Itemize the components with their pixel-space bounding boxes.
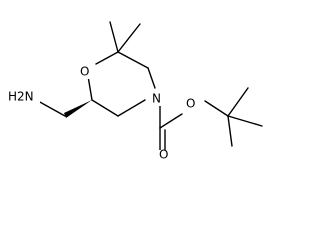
bond-tbu-methyl-b [227, 115, 263, 127]
boc-group [159, 87, 263, 151]
bond-o-c2 [95, 51, 119, 65]
bond-c3-n [147, 67, 156, 89]
bond-carbonyl-o-ester [159, 113, 183, 129]
ring-oxygen-label: O [80, 65, 89, 79]
bond-c2-c3 [117, 51, 149, 69]
bond-c2-methyl-a [109, 21, 119, 53]
structure-diagram: O N H2N O O [8, 21, 263, 162]
bond-c2-methyl-b [117, 23, 141, 53]
gem-dimethyl [109, 21, 141, 53]
carbonyl-oxygen-label: O [159, 148, 168, 162]
amine-label: H2N [8, 90, 34, 104]
bond-c5-c6 [91, 99, 119, 117]
bond-tbu-methyl-a [227, 87, 249, 117]
atom-labels: O N H2N O O [8, 63, 200, 162]
stereo-wedge-bond [64, 100, 92, 118]
ester-oxygen-label: O [186, 97, 195, 111]
bond-tbu-methyl-c [227, 115, 233, 147]
molecule-drawing: O N H2N O O [8, 21, 263, 162]
bond-c6-o [87, 75, 93, 101]
aminomethyl-group [37, 100, 92, 118]
morpholine-ring [87, 51, 156, 117]
bond-o-tbu [204, 100, 229, 117]
ring-nitrogen-label: N [152, 92, 161, 106]
bond-n-c5 [117, 99, 146, 117]
bond-ch2-n [37, 100, 66, 117]
